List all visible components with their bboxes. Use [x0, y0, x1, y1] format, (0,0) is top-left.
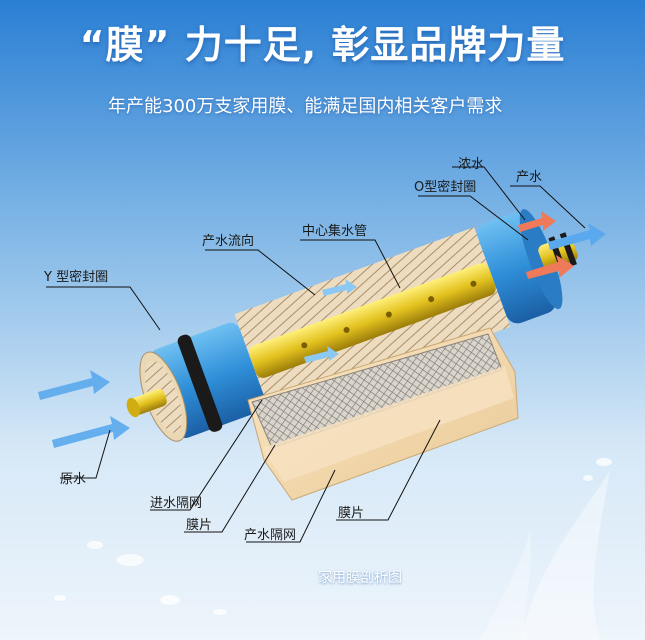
concentrate-arrows	[518, 211, 574, 279]
raw-water-arrows	[38, 370, 130, 448]
label-membrane-1: 膜片	[186, 518, 213, 533]
subheadline: 年产能300万支家用膜、能满足国内相关客户需求	[108, 96, 503, 117]
label-product-water: 产水	[516, 170, 543, 185]
label-center-tube: 中心集水管	[302, 224, 368, 239]
label-product-flow: 产水流向	[202, 234, 255, 249]
leader-membrane-1	[184, 444, 276, 533]
product-water-arrow	[548, 223, 606, 250]
leader-feed-spacer	[150, 399, 263, 511]
leader-y-ring	[46, 286, 161, 331]
leader-membrane-2	[336, 419, 441, 521]
leader-product-flow	[205, 249, 316, 296]
label-permeate-spacer: 产水隔网	[244, 528, 297, 543]
leader-permeate-spacer	[246, 469, 336, 543]
water-splash-decoration	[54, 458, 612, 640]
diagram-caption: 家用膜剖析图	[318, 570, 402, 586]
leader-raw-water	[60, 429, 111, 479]
leader-lines	[46, 166, 586, 543]
label-raw-water: 原水	[60, 472, 87, 487]
leader-concentrate	[452, 166, 526, 221]
headline: “膜” 力十足, 彰显品牌力量	[79, 23, 566, 67]
product-flow-arrows	[304, 279, 357, 363]
label-membrane-2: 膜片	[338, 506, 365, 521]
membrane-cylinder	[126, 209, 578, 442]
leader-center-tube	[300, 239, 401, 289]
leader-o-ring	[418, 195, 529, 241]
label-y-ring: Y 型密封圈	[44, 270, 109, 285]
leader-product-water	[510, 185, 586, 229]
label-feed-spacer: 进水隔网	[150, 496, 203, 511]
label-o-ring: O型密封圈	[414, 180, 477, 195]
unrolled-sheets	[247, 327, 519, 501]
label-concentrate: 浓水	[458, 157, 485, 172]
